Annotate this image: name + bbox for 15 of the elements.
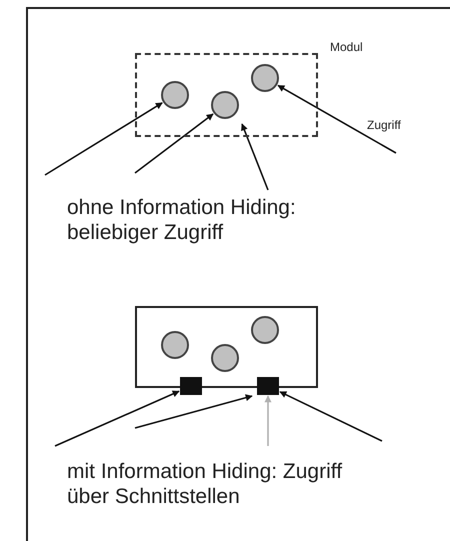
arrow — [134, 394, 253, 429]
arrow — [241, 123, 269, 190]
arrow — [54, 390, 180, 447]
caption-text: mit Information Hiding: Zugriff über Schnittstellen — [67, 459, 344, 509]
arrow — [134, 113, 214, 174]
arrow — [264, 395, 272, 446]
interface-square — [257, 377, 279, 395]
interface-square — [180, 377, 202, 395]
arrow — [279, 391, 382, 442]
arrow — [44, 102, 163, 176]
arrow — [277, 84, 396, 154]
dashed-module-box — [135, 53, 318, 137]
caption-text: ohne Information Hiding: beliebiger Zugriff — [67, 195, 297, 245]
access-label: Zugriff — [367, 117, 401, 134]
module-label: Modul — [330, 39, 363, 56]
